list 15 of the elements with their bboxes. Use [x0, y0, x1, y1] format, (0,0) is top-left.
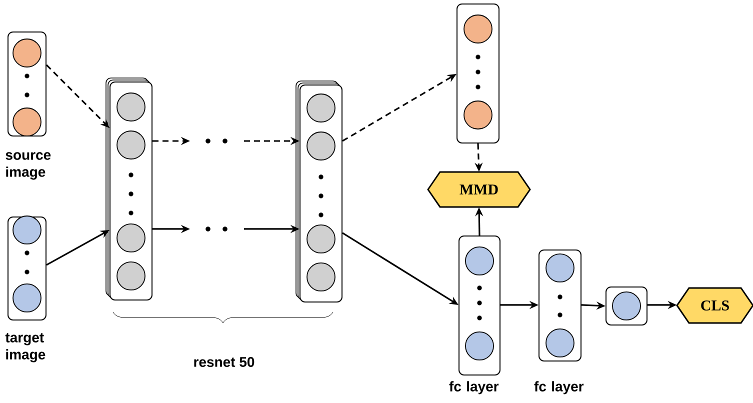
- feature-column: [456, 4, 500, 144]
- node-caption: fc layer: [534, 381, 584, 394]
- loss-hexagon: CLS: [676, 287, 753, 324]
- node-caption: fc layer: [449, 381, 499, 394]
- input-column: [8, 32, 46, 136]
- node-caption: source image: [6, 152, 51, 180]
- loss-hexagon: MMD: [427, 171, 531, 208]
- brace-label: resnet 50: [194, 357, 254, 367]
- node-caption: target image: [5, 333, 46, 362]
- layer-stack: [296, 80, 342, 302]
- layer-stack: [106, 78, 152, 300]
- output-unit: [606, 286, 648, 326]
- layer-column: [458, 236, 500, 376]
- input-column: [8, 216, 46, 320]
- layer-column: [538, 249, 582, 362]
